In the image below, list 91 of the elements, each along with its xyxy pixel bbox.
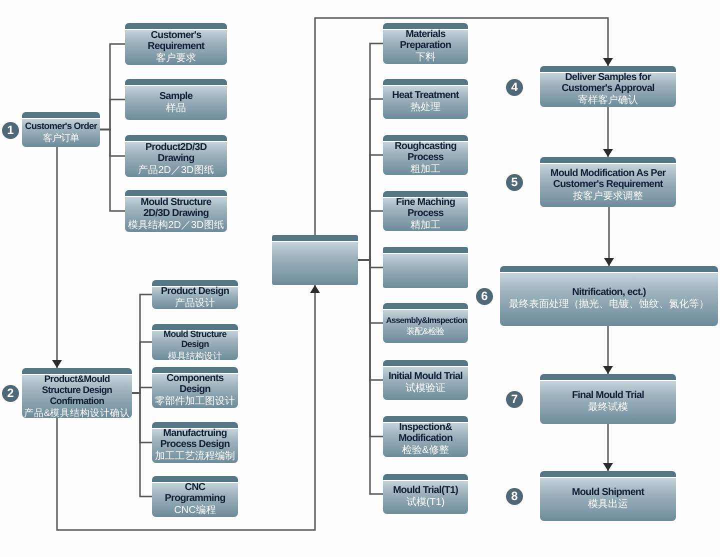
step-number: 7 [506,391,523,408]
box-subtitle: 试模验证 [406,383,446,395]
box-title: Fine Maching Process [394,196,456,218]
connector-line [358,259,383,495]
box-title: Assembly&Imspection [386,316,465,326]
box-subtitle: 零部件加工图设计 [155,396,235,408]
process-box [383,135,468,175]
arrow [56,285,320,531]
process-box [500,266,718,326]
process-box [540,374,676,424]
process-box [152,422,238,463]
box-subtitle: 装配&检验 [406,326,444,336]
process-box [152,324,238,360]
box-title: Initial Mould Trial [388,371,463,382]
process-box [22,368,132,418]
process-box [383,191,468,231]
connector-line [100,128,125,212]
box-subtitle: CNC编程 [174,505,216,517]
process-box [540,157,676,207]
process-box [383,23,468,64]
step-number: 4 [506,78,523,96]
box-subtitle: 模具出运 [588,499,628,511]
arrow [603,107,613,157]
step-number: 2 [2,385,19,402]
step-number: 6 [476,288,493,305]
box-title: CNC Programming [164,482,226,504]
arrow [603,424,613,471]
step-number: 8 [506,488,523,505]
box-title: Final Mould Trial [572,390,644,401]
arrow [603,326,613,374]
process-box [152,367,238,408]
box-subtitle: 产品设计 [175,298,215,310]
step-number: 5 [506,174,523,191]
box-title: Customer's Order [25,121,97,132]
process-box [125,23,227,65]
box-subtitle: 粗加工 [410,164,440,176]
box-subtitle: 试模(T1) [406,497,445,509]
box-title: Mould Shipment [572,487,644,498]
box-subtitle: 下料 [416,52,436,64]
box-title: Mould Trial(T1) [392,485,458,496]
box-subtitle: 检验&修整 [402,445,449,457]
process-box [383,247,468,288]
box-title: Sample [159,90,193,102]
box-subtitle: 客户订单 [43,133,79,144]
connector-line [132,392,152,498]
box-subtitle: 最终试模 [588,402,628,414]
box-subtitle: 模具结构设计 [168,350,222,362]
box-subtitle: 热处理 [410,102,440,114]
box-title: Mould Structure 2D/3D Drawing [140,196,212,218]
box-title: Product2D/3D Drawing [144,142,208,164]
box-subtitle: 产品&模具结构设计确认 [24,408,130,418]
box-subtitle: 寄样客户确认 [578,95,638,107]
process-box [125,190,227,232]
box-title: Product Design [160,286,230,296]
process-box [125,135,227,177]
process-box [540,66,676,107]
process-box [540,471,676,521]
box-title: Product&Mould Structure Design Confirmation [40,374,114,406]
process-box [152,280,238,309]
box-title: Nitrification, ect.) [572,287,646,298]
process-box [383,303,468,343]
process-box [22,112,100,147]
box-subtitle: 样品 [166,102,186,114]
box-subtitle: 模具结构2D／3D图纸 [128,220,224,232]
box-title: Customer's Requirement [146,30,206,52]
box-subtitle: 产品2D／3D图纸 [138,164,214,176]
process-box [383,416,468,457]
box-subtitle: 加工工艺流程编制 [155,451,235,463]
arrow [52,147,62,368]
process-box [383,474,468,514]
process-box [272,235,358,285]
step-number: 1 [2,122,19,138]
process-box [125,79,227,120]
box-title: Manufactruing Process Design [159,428,231,450]
box-title: Deliver Samples for Customer's Approval [560,72,656,94]
process-box [152,476,238,517]
box-subtitle: 按客户要求调整 [573,190,643,202]
box-subtitle: 最终表面处理（抛光、电镀、蚀纹、氮化等） [509,299,709,311]
box-title: Heat Treatment [392,90,459,101]
arrow [314,17,613,235]
box-subtitle: 精加工 [410,220,440,232]
box-title: Inspection& Modification [397,422,454,444]
box-title: Mould Modification As Per Customer's Requirement [549,168,667,190]
box-title: Mould Structure Design [162,328,228,350]
process-box [383,360,468,400]
box-title: Roughcasting Process [394,140,458,162]
arrow [604,207,614,266]
box-title: Components Design [165,373,225,395]
box-subtitle: 客户要求 [156,52,196,64]
box-title: Materials Preparation [398,29,452,51]
process-box [383,79,468,119]
